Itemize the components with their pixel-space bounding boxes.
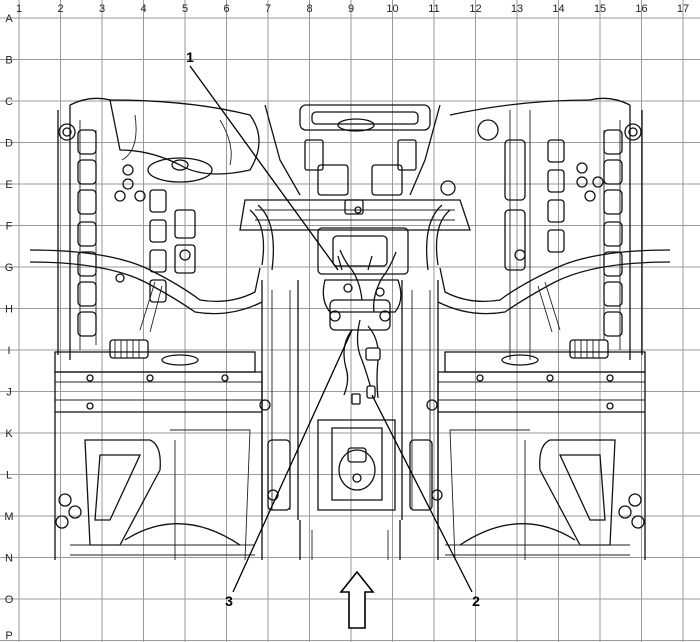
grid-column-label: 4 bbox=[140, 3, 146, 15]
right-side-harness bbox=[425, 204, 671, 333]
right-rocker-panel bbox=[477, 97, 643, 360]
rear-left-floor bbox=[54, 412, 263, 561]
grid-row-label: K bbox=[5, 428, 13, 440]
grid-column-label: 2 bbox=[57, 3, 63, 15]
grid-row-label: C bbox=[5, 96, 13, 108]
leader-line-3 bbox=[232, 329, 353, 593]
grid-row-label: A bbox=[5, 13, 13, 25]
grid-column-label: 9 bbox=[348, 3, 354, 15]
grid-column-label: 6 bbox=[223, 3, 229, 15]
grid-column-label: 5 bbox=[182, 3, 188, 15]
grid-column-label: 1 bbox=[16, 3, 22, 15]
grid-column-label: 10 bbox=[386, 3, 398, 15]
leader-line-1 bbox=[189, 65, 339, 271]
callout-leaders bbox=[189, 65, 473, 593]
callout-label-2: 2 bbox=[472, 593, 480, 609]
left-side-harness bbox=[29, 204, 275, 333]
grid-row-label: P bbox=[5, 630, 12, 642]
grid-column-label: 14 bbox=[552, 3, 564, 15]
grid-row-label: M bbox=[4, 511, 13, 523]
up-arrow-icon bbox=[339, 570, 375, 629]
grid-row-label: E bbox=[5, 179, 12, 191]
front-crossmember bbox=[239, 104, 471, 231]
grid-row-label: H bbox=[5, 304, 13, 316]
grid-column-label: 8 bbox=[306, 3, 312, 15]
grid-column-label: 16 bbox=[635, 3, 647, 15]
right-seat-connector bbox=[569, 339, 609, 359]
grid-row-label: L bbox=[6, 470, 12, 482]
grid-row-label: I bbox=[7, 345, 10, 357]
grid-column-label: 3 bbox=[99, 3, 105, 15]
left-rocker-panel bbox=[57, 97, 191, 360]
callout-label-3: 3 bbox=[225, 593, 233, 609]
grid-row-label: F bbox=[6, 221, 13, 233]
center-tunnel bbox=[261, 280, 443, 560]
callout-label-1: 1 bbox=[186, 49, 194, 65]
left-seat-connector bbox=[109, 339, 149, 359]
grid-row-label: J bbox=[6, 387, 12, 399]
left-floor-panel bbox=[109, 99, 260, 274]
grid-column-label: 17 bbox=[677, 3, 689, 15]
grid-column-label: 11 bbox=[428, 3, 439, 15]
grid-column-label: 13 bbox=[511, 3, 523, 15]
wiring-harness bbox=[339, 249, 397, 405]
grid-column-label: 7 bbox=[265, 3, 271, 15]
grid-row-label: B bbox=[5, 55, 12, 67]
grid-row-label: N bbox=[5, 553, 13, 565]
grid-row-label: G bbox=[5, 262, 14, 274]
grid-column-label: 15 bbox=[594, 3, 606, 15]
leader-line-2 bbox=[371, 394, 473, 593]
grid-row-labels: A B C D E F G H I J K L M N O P bbox=[4, 13, 13, 642]
central-bracket bbox=[317, 227, 409, 331]
grid-column-label: 12 bbox=[469, 3, 481, 15]
right-floor-panel bbox=[449, 99, 591, 360]
rear-right-floor bbox=[437, 412, 646, 561]
vehicle-underbody-drawing bbox=[29, 97, 671, 561]
grid-row-label: D bbox=[5, 138, 13, 150]
grid-row-label: O bbox=[5, 594, 14, 606]
